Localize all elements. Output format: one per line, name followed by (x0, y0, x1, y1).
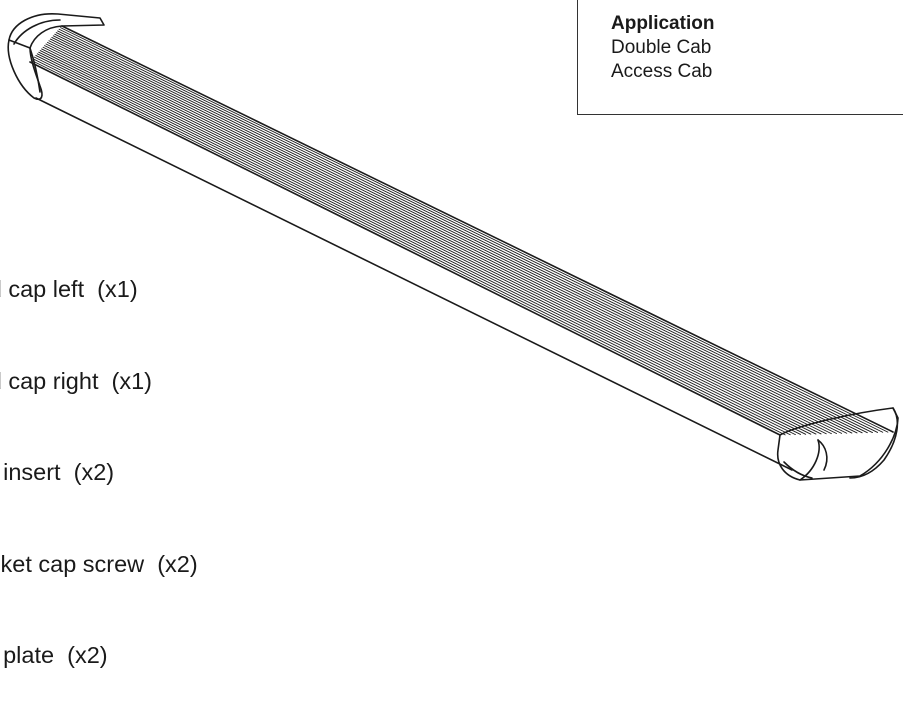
tread-groove (36, 53, 807, 435)
tread-groove (48, 40, 848, 434)
part-nut-plate: Nut plate (x2) (3, 642, 108, 668)
application-item-access-cab: Access Cab (611, 61, 713, 82)
application-title: Application (611, 13, 715, 34)
part-socket-cap-screw: Socket cap screw (x2) (0, 550, 198, 577)
tread-groove (42, 46, 827, 435)
tread-groove (35, 55, 801, 435)
tread-ribs (31, 27, 889, 436)
tread-groove (44, 45, 832, 435)
end-cap-left (7, 13, 105, 101)
tread-groove (31, 59, 786, 436)
parts-list: End cap left (x1) End cap right (x1) Nut… (0, 213, 198, 701)
tread-groove (54, 33, 868, 434)
application-box (577, 0, 903, 115)
part-end-cap-right: End cap right (x1) (0, 367, 153, 394)
tread-groove (47, 41, 843, 434)
tread-groove (51, 37, 858, 434)
application-list: Application Double Cab Access Cab (611, 12, 714, 84)
tread-groove (57, 30, 879, 433)
running-board-drawing (7, 13, 899, 481)
tread-groove (41, 48, 822, 435)
tread-groove (38, 51, 812, 435)
tread-groove (32, 58, 791, 436)
part-nut-insert: Nut insert (x2) (3, 459, 115, 485)
board-top-edge (61, 25, 894, 433)
tread-groove (39, 50, 817, 435)
tread-groove (33, 56, 796, 436)
application-item-double-cab: Double Cab (611, 37, 712, 58)
tread-groove (45, 43, 837, 434)
tread-groove (55, 32, 873, 433)
board-bottom-edge (35, 97, 793, 471)
tread-groove (60, 27, 889, 433)
tread-groove (58, 28, 884, 433)
end-cap-right (776, 407, 899, 481)
board-front-edge (29, 61, 781, 436)
tread-groove (52, 35, 863, 434)
tread-groove (49, 38, 853, 434)
part-end-cap-left: End cap left (x1) (0, 276, 138, 302)
